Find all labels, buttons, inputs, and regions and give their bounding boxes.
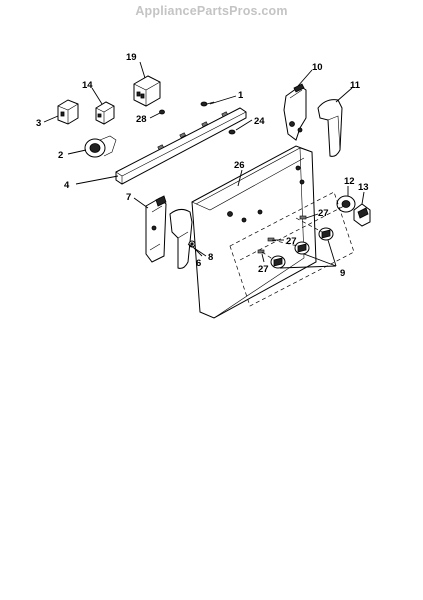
- callout-4: 4: [64, 180, 70, 191]
- part-13-knob: [353, 203, 371, 227]
- part-4-bracket: [115, 107, 247, 185]
- part-8-end-cap: [169, 208, 193, 269]
- part-2-control: [84, 135, 117, 158]
- callout-28: 28: [136, 114, 147, 125]
- leader-lines: [43, 61, 365, 269]
- part-14-switch: [95, 101, 115, 125]
- part-27-stems: [257, 215, 323, 261]
- knob: [270, 255, 286, 269]
- callout-27-middle: 27: [286, 236, 297, 247]
- callout-1: 1: [238, 90, 244, 101]
- callout-8: 8: [208, 252, 213, 263]
- callout-9: 9: [340, 268, 345, 279]
- watermark: AppliancePartsPros.com: [135, 4, 288, 18]
- screws: [159, 101, 236, 135]
- callout-2: 2: [58, 150, 63, 161]
- knob: [318, 227, 334, 241]
- part-9-knobs: [270, 227, 334, 269]
- part-19-switch: [133, 75, 161, 107]
- callout-14: 14: [82, 80, 93, 91]
- part-7-end-bracket: [145, 195, 167, 263]
- callout-12: 12: [344, 176, 355, 187]
- part-3-switch: [57, 99, 79, 125]
- part-12-dial: [336, 195, 356, 213]
- part-10-end-bracket: [283, 83, 307, 141]
- part-6-washer: [188, 240, 196, 248]
- callout-13: 13: [358, 182, 369, 193]
- callout-6: 6: [196, 258, 201, 269]
- part-26-console-panel: [191, 145, 317, 319]
- callout-26: 26: [234, 160, 245, 171]
- callout-11: 11: [350, 80, 361, 91]
- callout-7: 7: [126, 192, 131, 203]
- callout-27-bottom: 27: [258, 264, 269, 275]
- callout-19: 19: [126, 52, 137, 63]
- callout-3: 3: [36, 118, 41, 129]
- knob-group-box: [229, 191, 355, 307]
- part-11-end-cap: [317, 99, 343, 157]
- callout-10: 10: [312, 62, 323, 73]
- knob: [294, 241, 310, 255]
- callout-27-top: 27: [318, 208, 329, 219]
- callout-24: 24: [254, 116, 265, 127]
